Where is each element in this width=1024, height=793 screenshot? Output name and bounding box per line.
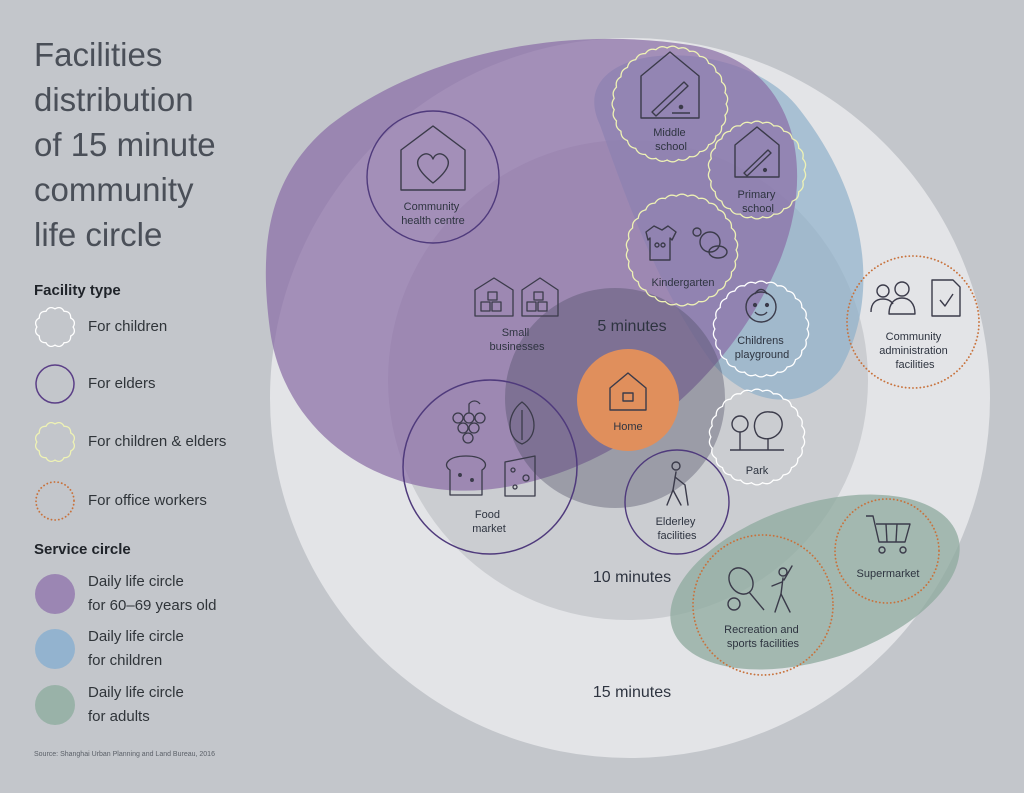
white-scallop-icon bbox=[34, 306, 76, 348]
grapes-icon bbox=[452, 400, 486, 444]
green-dot-icon bbox=[35, 685, 75, 725]
childrens-playground: Childrens playground bbox=[712, 280, 810, 378]
blue-dot-icon bbox=[35, 629, 75, 669]
legend-for-office-workers: For office workers bbox=[34, 480, 207, 522]
community-administration: Community administration facilities bbox=[846, 255, 980, 389]
primary-school: Primary school bbox=[707, 120, 807, 220]
tennis-racket-icon bbox=[727, 567, 765, 611]
source-note: Source: Shanghai Urban Planning and Land… bbox=[34, 751, 215, 758]
fifteen-minute-label: 15 minutes bbox=[593, 684, 671, 701]
school-pencil-icon bbox=[734, 126, 780, 178]
legend-for-children: For children bbox=[34, 306, 167, 348]
svg-text:Supermarket: Supermarket bbox=[857, 568, 920, 580]
svg-text:Primary school: Primary school bbox=[738, 189, 779, 215]
yellow-scallop-icon bbox=[34, 421, 76, 463]
legend-for-elders: For elders bbox=[34, 363, 156, 405]
baby-face-icon bbox=[745, 288, 777, 323]
kindergarten: Kindergarten bbox=[625, 193, 739, 307]
page-title: Facilities distribution of 15 minute com… bbox=[34, 36, 216, 253]
svg-text:Park: Park bbox=[746, 465, 769, 477]
elderley-facilities: Elderley facilities bbox=[624, 449, 730, 555]
trees-icon bbox=[730, 411, 784, 451]
middle-school: Middle school bbox=[611, 45, 729, 163]
svg-text:Recreation and sports fa: Recreation and sports facilities bbox=[724, 624, 802, 650]
svg-text:Kindergarten: Kindergarten bbox=[652, 277, 715, 289]
community-health-centre: Community health centre bbox=[366, 110, 500, 244]
house-icon bbox=[609, 372, 647, 411]
heart-house-icon bbox=[400, 125, 466, 191]
svg-text:Community administration: Community administration facilities bbox=[879, 331, 951, 371]
shop-icon bbox=[474, 277, 559, 317]
supermarket: Supermarket bbox=[834, 498, 940, 604]
walking-elder-icon bbox=[666, 461, 689, 506]
home: Home bbox=[577, 349, 679, 451]
bread-icon bbox=[445, 455, 487, 496]
cheese-icon bbox=[504, 455, 536, 497]
checklist-icon bbox=[931, 279, 961, 317]
park: Park bbox=[708, 388, 806, 486]
ten-minute-label: 10 minutes bbox=[593, 569, 671, 586]
service-circle-heading: Service circle bbox=[34, 541, 131, 558]
people-icon bbox=[870, 281, 916, 315]
legend-for-children-elders: For children & elders bbox=[34, 421, 226, 463]
purple-ring-icon bbox=[35, 364, 75, 404]
school-pencil-icon bbox=[640, 51, 700, 119]
svg-text:Food market: Food market bbox=[472, 509, 506, 535]
svg-text:Elderley facilities: Elderley facilities bbox=[656, 516, 699, 542]
legend-circle-adults: Daily life circle for adults bbox=[34, 681, 184, 729]
small-businesses: Small businesses bbox=[474, 277, 559, 353]
orange-dotted-icon bbox=[35, 481, 75, 521]
legend-circle-children: Daily life circle for children bbox=[34, 625, 184, 673]
svg-text:Community health centre: Community health centre bbox=[401, 201, 465, 227]
purple-dot-icon bbox=[35, 574, 75, 614]
svg-text:Small businesses: Small businesses bbox=[489, 327, 545, 353]
recreation-sports-facilities: Recreation and sports facilities bbox=[692, 534, 834, 676]
five-minute-label: 5 minutes bbox=[597, 318, 666, 335]
baby-clothes-icon bbox=[645, 225, 677, 261]
food-market: Food market bbox=[402, 379, 578, 555]
shopping-cart-icon bbox=[866, 515, 911, 554]
legend-circle-elders: Daily life circle for 60–69 years old bbox=[34, 570, 216, 618]
svg-text:Middle school: Middle school bbox=[653, 127, 688, 153]
svg-text:Home: Home bbox=[613, 421, 642, 433]
athlete-icon bbox=[771, 565, 793, 613]
facility-type-heading: Facility type bbox=[34, 282, 121, 299]
pacifier-icon bbox=[692, 227, 728, 259]
onion-icon bbox=[509, 401, 535, 445]
svg-text:Childrens playground: Childrens playground bbox=[735, 335, 789, 361]
